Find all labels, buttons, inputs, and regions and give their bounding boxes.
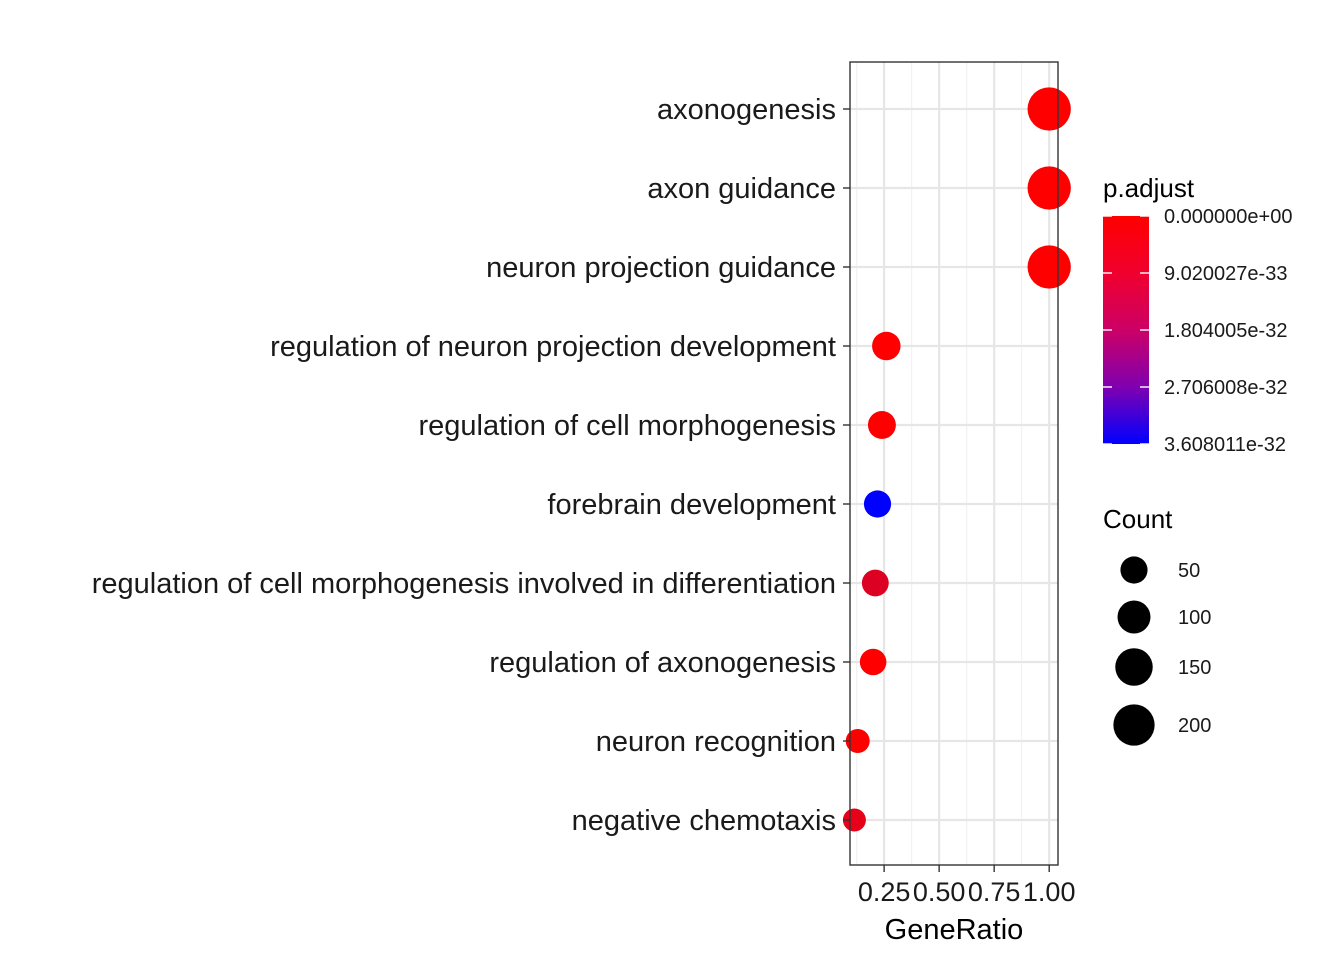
- y-tick-label: regulation of cell morphogenesis: [418, 410, 836, 442]
- color-legend-ticks: 0.000000e+00 9.020027e-33 1.804005e-32 2.70…: [1103, 206, 1292, 456]
- size-legend-label: 100: [1178, 607, 1211, 629]
- data-point: [872, 331, 901, 361]
- y-tick-label: forebrain development: [547, 489, 836, 521]
- y-tick-label: negative chemotaxis: [572, 805, 836, 837]
- panel-background: [850, 62, 1058, 865]
- size-legend-label: 200: [1178, 715, 1211, 737]
- data-point: [845, 729, 870, 753]
- color-legend-label: 3.608011e-32: [1164, 434, 1286, 456]
- data-point: [1027, 245, 1071, 289]
- color-legend-label: 1.804005e-32: [1164, 320, 1287, 342]
- data-points: [842, 87, 1071, 832]
- y-tick-label: neuron recognition: [596, 726, 836, 758]
- x-tick-label: 1.00: [1023, 877, 1076, 907]
- x-tick-label: 0.50: [913, 877, 966, 907]
- data-point: [861, 569, 889, 597]
- color-legend-label: 2.706008e-32: [1164, 377, 1287, 399]
- data-point: [867, 411, 896, 439]
- size-legend-items: 50 100 150 200: [1113, 556, 1211, 746]
- size-legend-dot: [1117, 600, 1151, 634]
- y-tick-label: neuron projection guidance: [486, 252, 836, 284]
- size-legend-title: Count: [1103, 504, 1173, 534]
- panel-border: [849, 61, 1059, 866]
- size-legend: Count 50 100 150 200: [1103, 504, 1211, 746]
- size-legend-dot: [1120, 556, 1148, 584]
- y-tick-label: axon guidance: [647, 173, 836, 205]
- color-legend-label: 0.000000e+00: [1164, 206, 1292, 228]
- x-axis-title: GeneRatio: [885, 914, 1024, 946]
- y-axis: axonogenesis axon guidance neuron projecti…: [92, 94, 850, 837]
- data-point: [1027, 166, 1071, 210]
- size-legend-label: 50: [1178, 560, 1200, 582]
- x-tick-label: 0.25: [858, 877, 911, 907]
- color-legend: p.adjust 0.000000e+00 9.020027e-33 1.80400…: [1103, 173, 1292, 456]
- y-tick-label: regulation of neuron projection developm…: [270, 331, 836, 363]
- plot-panel: [842, 61, 1071, 866]
- data-point: [842, 808, 866, 832]
- data-point: [1027, 87, 1071, 131]
- y-tick-label: regulation of axonogenesis: [489, 647, 836, 679]
- size-legend-label: 150: [1178, 657, 1211, 679]
- data-point: [859, 648, 887, 676]
- data-point: [863, 490, 892, 518]
- size-legend-dot: [1115, 648, 1153, 686]
- y-tick-label: axonogenesis: [657, 94, 836, 126]
- color-legend-label: 9.020027e-33: [1164, 263, 1287, 285]
- x-tick-label: 0.75: [968, 877, 1021, 907]
- size-legend-dot: [1113, 704, 1155, 746]
- color-legend-title: p.adjust: [1103, 173, 1195, 203]
- y-tick-label: regulation of cell morphogenesis involve…: [92, 568, 836, 600]
